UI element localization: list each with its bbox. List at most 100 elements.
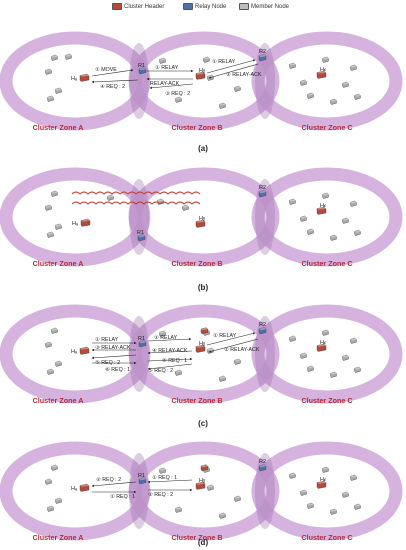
member-node (300, 352, 307, 359)
member-node (234, 85, 241, 92)
member-node (51, 190, 58, 197)
zone-label-c: Cluster Zone C (301, 123, 352, 132)
member-node (322, 56, 329, 63)
zone-overlap-bc (255, 453, 275, 529)
relay-node-r1 (138, 67, 147, 75)
arrow-req2-a (91, 354, 137, 360)
arrow-req1-b (147, 479, 193, 484)
node-label-hb: Hᵦ (199, 216, 205, 222)
member-node (55, 87, 62, 94)
cluster-header-a (79, 483, 90, 492)
cluster-zone-b-ring (128, 167, 280, 267)
member-node (47, 231, 54, 238)
zone-overlap-bc (255, 316, 275, 392)
cluster-header-a (79, 346, 90, 355)
member-node (354, 229, 361, 236)
member-node (307, 92, 314, 99)
cluster-zone-a-ring (0, 167, 151, 267)
arrow-req-b (149, 83, 194, 90)
msg-req1-a: ⑥ REQ : 1 (105, 367, 130, 373)
node-label-hc: H𝒸 (320, 203, 327, 209)
member-node (51, 54, 58, 61)
member-node (300, 215, 307, 222)
member-node (47, 95, 54, 102)
relay-node-r2 (258, 54, 267, 62)
msg-move: ① MOVE (95, 67, 117, 73)
cluster-header-c (316, 206, 327, 215)
zone-label-a: Cluster Zone A (33, 123, 84, 132)
member-node (159, 330, 166, 337)
zone-overlap-ab (129, 316, 149, 392)
message-flows (107, 194, 189, 211)
member-node (307, 365, 314, 372)
zone-overlap-ab (129, 179, 149, 255)
panel-caption: (c) (198, 419, 208, 428)
zone-label-a: Cluster Zone A (33, 533, 84, 542)
member-nodes (45, 464, 361, 519)
panel-caption: (d) (198, 538, 209, 547)
msg-relay: ① RELAY (155, 65, 179, 71)
msg-req-b: ③ REQ : 2 (165, 91, 190, 97)
node-label-hb: Hᵦ (199, 341, 205, 347)
member-node (342, 354, 349, 361)
relay-node-r1 (138, 477, 147, 485)
msg-relay-ack-a: ③ RELAY-ACK (95, 345, 131, 351)
cluster-zone-c-ring (251, 167, 403, 267)
cluster-header-b (195, 71, 206, 80)
arrow-req2-a (91, 481, 137, 488)
arrow-relay-c (206, 332, 256, 346)
cluster-zone-a-ring (0, 31, 151, 131)
msg-req1-b: ① REQ : 1 (152, 475, 177, 481)
member-node (322, 192, 329, 199)
arrow-move (91, 69, 134, 77)
relay-node-icon (183, 3, 193, 10)
cluster-zone-c-ring (251, 304, 403, 404)
node-label-r2: R2 (259, 49, 266, 55)
relay-node-r1 (138, 340, 147, 348)
arrow-relay-c (206, 59, 256, 74)
msg-relay-c: ① RELAY (213, 333, 237, 339)
move-waves (71, 191, 201, 205)
wave-line (71, 191, 201, 195)
node-label-hc: H𝒸 (320, 67, 327, 73)
cluster-header-a (79, 73, 90, 82)
moving-member-node (107, 194, 114, 201)
member-node (55, 497, 62, 504)
member-node (175, 96, 182, 103)
member-node (219, 375, 226, 382)
panel-caption: (b) (198, 283, 209, 292)
arrow-relay-ack-b (147, 350, 193, 355)
member-nodes (45, 327, 361, 382)
zone-overlap-bc (255, 43, 275, 119)
node-label-r2: R2 (259, 459, 266, 465)
member-node (307, 502, 314, 509)
member-node (55, 223, 62, 230)
panel-caption: (a) (198, 144, 208, 153)
member-node (219, 102, 226, 109)
zone-label-b: Cluster Zone B (171, 259, 222, 268)
member-nodes (45, 190, 361, 241)
node-label-ha: Hₐ (71, 76, 78, 82)
legend-member-node-label: Member Node (251, 4, 290, 11)
msg-req2-a: ② REQ : 2 (96, 477, 121, 483)
member-node (330, 371, 337, 378)
wave-line (71, 201, 201, 205)
member-node (47, 368, 54, 375)
relay-node-r1 (137, 234, 146, 242)
member-node-icon (239, 3, 249, 10)
zone-overlap-ab (129, 43, 149, 119)
arrow-req2-b (147, 363, 193, 370)
zone-label-a: Cluster Zone A (33, 259, 84, 268)
msg-relay-ack: RELAY-ACK (150, 81, 180, 87)
cluster-zone-b-ring (128, 304, 280, 404)
node-label-hb: Hᵦ (199, 68, 205, 74)
cluster-zone-c-ring (251, 441, 403, 541)
cluster-zone-a-ring (0, 304, 151, 404)
msg-req1-a: ① REQ : 1 (110, 494, 135, 500)
node-label-hb: Hᵦ (199, 478, 205, 484)
cluster-zone-b-ring (128, 31, 280, 131)
